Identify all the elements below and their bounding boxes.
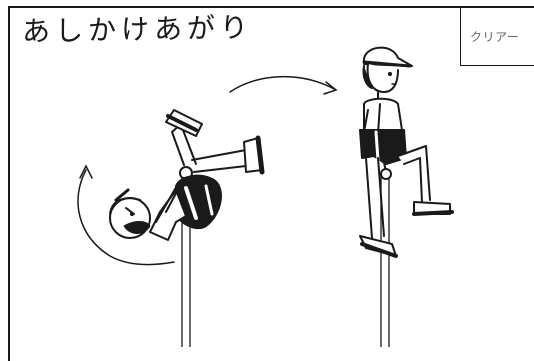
- right-figure: [360, 48, 452, 347]
- transition-arrow-icon: [230, 77, 336, 94]
- left-figure: [110, 110, 262, 347]
- illustration: [0, 0, 534, 347]
